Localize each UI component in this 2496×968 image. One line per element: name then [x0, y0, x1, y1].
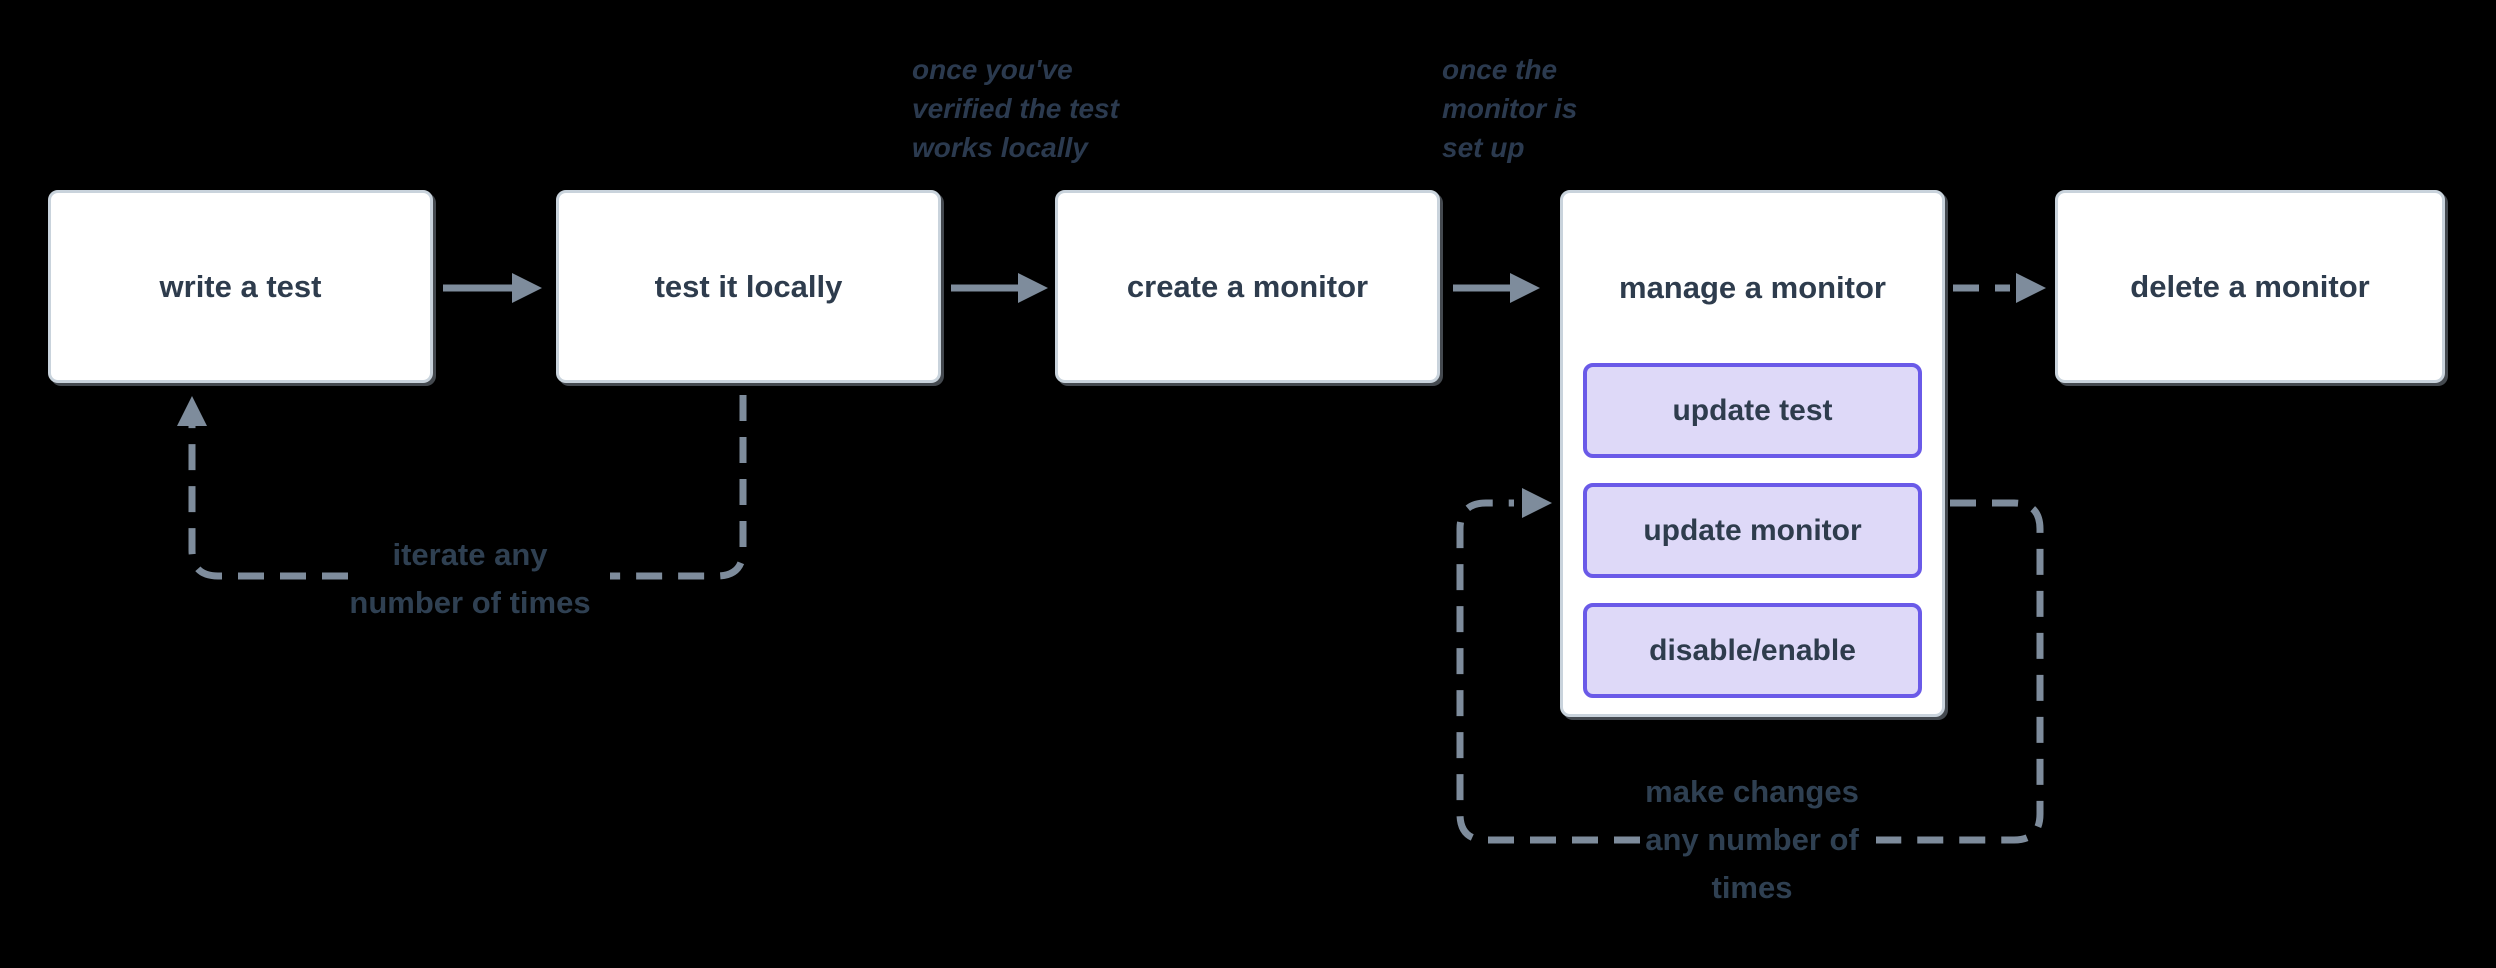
node-manage-a-monitor: manage a monitor update test update moni…	[1560, 190, 1945, 717]
annotation-once-set-up: once the monitor is set up	[1442, 50, 1577, 167]
loop-make-changes-arrowhead	[1522, 488, 1552, 518]
loop-iterate-path-right	[610, 395, 747, 580]
loop-label-make-changes: make changes any number of times	[1622, 768, 1882, 912]
arrow-create-to-manage-arrowhead	[1510, 273, 1540, 303]
action-update-monitor: update monitor	[1583, 483, 1922, 578]
action-label: disable/enable	[1649, 633, 1856, 667]
action-disable-enable: disable/enable	[1583, 603, 1922, 698]
arrow-test-to-create-arrowhead	[1018, 273, 1048, 303]
manage-label-wrap: manage a monitor	[1563, 193, 1942, 383]
annotation-line: once the	[1442, 54, 1558, 85]
node-delete-a-monitor: delete a monitor	[2055, 190, 2445, 383]
node-label: test it locally	[654, 268, 843, 304]
loop-label-line: make changes	[1645, 774, 1859, 809]
annotation-line: once you've	[912, 54, 1073, 85]
node-label: delete a monitor	[2130, 268, 2370, 304]
node-write-a-test: write a test	[48, 190, 433, 383]
action-update-test: update test	[1583, 363, 1922, 458]
loop-label-iterate: iterate any number of times	[340, 531, 600, 627]
loop-label-line: any number of	[1645, 822, 1859, 857]
loop-iterate-arrowhead	[177, 396, 207, 426]
annotation-line: works locally	[912, 132, 1088, 163]
loop-make-changes-path-left	[1456, 499, 1640, 844]
node-test-it-locally: test it locally	[556, 190, 941, 383]
loop-iterate-path-left	[188, 426, 348, 580]
dashed-arrow-manage-to-delete-arrowhead	[2016, 273, 2046, 303]
annotation-once-verified: once you've verified the test works loca…	[912, 50, 1119, 167]
annotation-line: set up	[1442, 132, 1525, 163]
action-label: update test	[1672, 393, 1833, 427]
annotation-line: monitor is	[1442, 93, 1578, 124]
arrow-write-to-test-arrowhead	[512, 273, 542, 303]
node-label: create a monitor	[1126, 268, 1369, 304]
node-label: write a test	[159, 268, 322, 304]
loop-label-line: number of times	[349, 585, 591, 620]
loop-make-changes-path-right	[1876, 499, 2044, 844]
annotation-line: verified the test	[912, 93, 1119, 124]
loop-label-line: iterate any	[392, 537, 548, 572]
node-create-a-monitor: create a monitor	[1055, 190, 1440, 383]
action-label: update monitor	[1643, 513, 1862, 547]
node-label: manage a monitor	[1619, 270, 1886, 305]
loop-label-line: times	[1711, 870, 1793, 905]
